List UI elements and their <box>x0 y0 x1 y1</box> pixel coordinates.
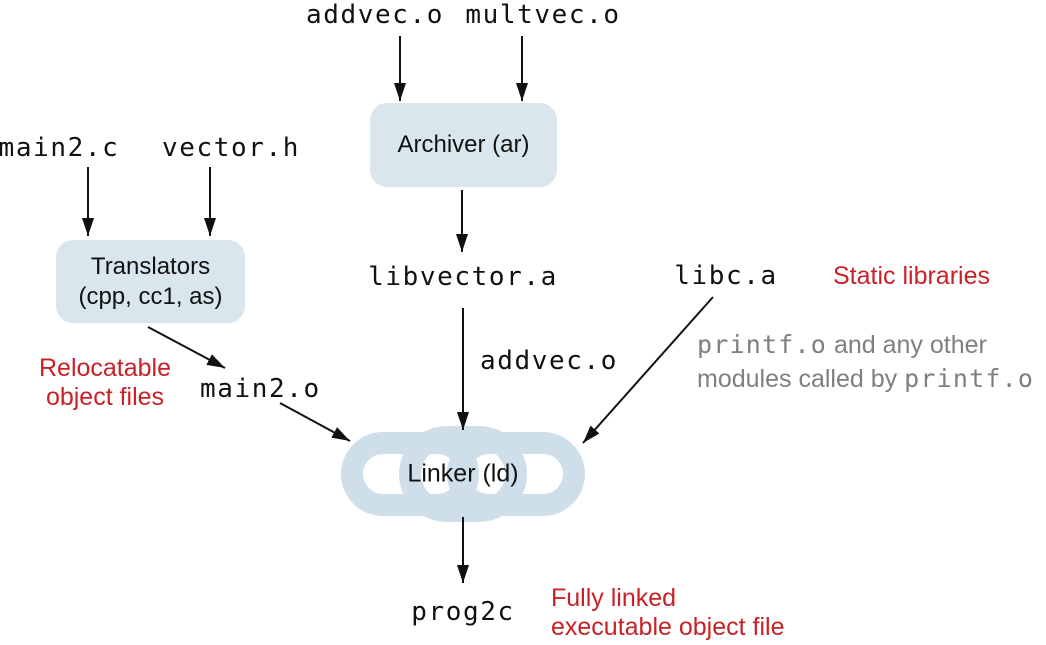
label-prog2c: prog2c <box>411 597 515 627</box>
translators-box: Translators (cpp, cc1, as) <box>56 240 245 323</box>
printf-o-mono: printf.o <box>697 330 828 359</box>
archiver-label: Archiver (ar) <box>397 131 530 158</box>
note-relocatable-line1: Relocatable <box>38 354 172 382</box>
linker-label: Linker (ld) <box>407 459 519 488</box>
label-multvec-top: multvec.o <box>465 0 621 30</box>
note-relocatable-object-files: Relocatable object files <box>39 354 171 412</box>
note-fully-linked: Fully linked executable object file <box>551 584 784 642</box>
translators-label-line2: (cpp, cc1, as) <box>78 282 223 310</box>
label-libc: libc.a <box>674 261 778 291</box>
note-printf-modules: printf.o and any other modules called by… <box>697 328 1034 396</box>
label-libvector: libvector.a <box>368 262 558 292</box>
label-addvec-edge: addvec.o <box>480 346 619 376</box>
note-relocatable-line2: object files <box>45 383 165 411</box>
archiver-box: Archiver (ar) <box>370 103 557 187</box>
translators-label-line1: Translators <box>90 252 211 280</box>
arrow-main2o-to-linker <box>279 402 351 442</box>
note-fully-linked-line2: executable object file <box>551 613 785 641</box>
arrow-libc-to-linker <box>582 296 714 444</box>
note-fully-linked-line1: Fully linked <box>551 584 677 612</box>
label-addvec-top: addvec.o <box>305 0 445 30</box>
printf-o-mono-2: printf.o <box>904 364 1035 393</box>
chain-link-icon <box>341 426 585 522</box>
note-printf-line2: modules called by printf.o <box>697 364 1035 393</box>
label-main2c: main2.c <box>0 133 120 163</box>
note-printf-line1: printf.o and any other <box>697 330 987 359</box>
label-main2o: main2.o <box>200 374 321 404</box>
label-vectorh: vector.h <box>161 133 301 163</box>
arrow-translators-to-main2o <box>147 326 226 369</box>
note-static-libraries: Static libraries <box>833 262 990 290</box>
